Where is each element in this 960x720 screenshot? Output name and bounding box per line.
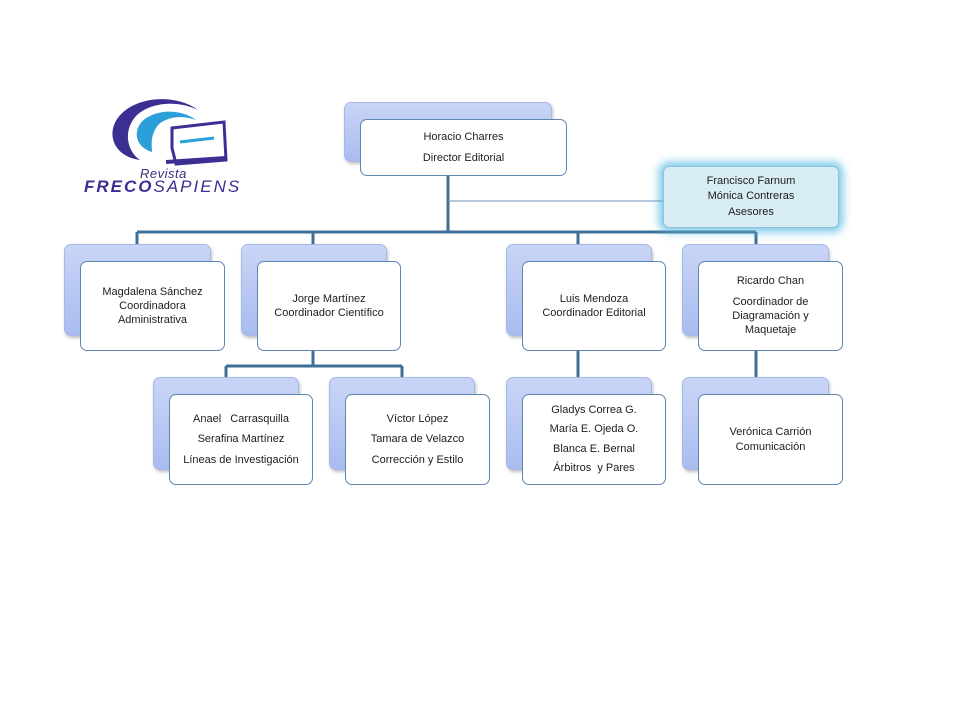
node-line: Magdalena Sánchez (102, 285, 203, 298)
node-line: Administrativa (117, 314, 188, 327)
node-line: Jorge Martínez (292, 292, 366, 305)
node-line: Serafina Martínez (197, 433, 285, 446)
node-box: Verónica Carrión Comunicación (698, 394, 843, 485)
node-line: Gladys Correa G. (551, 404, 637, 416)
node-line: Líneas de Investigación (183, 453, 299, 466)
node-box: Víctor López Tamara de Velazco Correcció… (345, 394, 490, 485)
logo-name-part1: FRECO (84, 177, 154, 196)
logo-name-part2: SAPIENS (153, 177, 242, 196)
node-line: Luis Mendoza (559, 292, 629, 305)
node-box: Luis Mendoza Coordinador Editorial (522, 261, 666, 351)
node-box: Gladys Correa G. María E. Ojeda O. Blanc… (522, 394, 666, 485)
node-line: Corrección y Estilo (371, 453, 464, 466)
node-line: Maquetaje (744, 324, 797, 337)
node-line: Árbitros y Pares (553, 461, 635, 474)
node-line: Tamara de Velazco (370, 433, 465, 446)
node-box: Anael Carrasquilla Serafina Martínez Lín… (169, 394, 313, 485)
director-name: Horacio Charres (423, 131, 504, 144)
node-line: Coordinador Científico (274, 307, 384, 319)
node-line: Verónica Carrión (729, 426, 812, 439)
logo-wordmark: FRECOSAPIENS (84, 177, 241, 197)
node-box: Ricardo Chan Coordinador de Diagramación… (698, 261, 843, 351)
node-box: Jorge Martínez Coordinador Científico (257, 261, 401, 351)
node-line: Diagramación y (732, 310, 809, 322)
logo-subtitle: Revista (140, 166, 187, 181)
node-line: Comunicación (735, 440, 806, 453)
node-line: Anael Carrasquilla (193, 412, 289, 425)
node-line: María E. Ojeda O. (549, 423, 639, 436)
node-line: Coordinador de (732, 295, 809, 308)
node-line: Coordinador Editorial (542, 307, 646, 319)
director-role: Director Editorial (422, 151, 505, 164)
advisors-node: Francisco Farnum Mónica Contreras Asesor… (663, 166, 839, 228)
node-box: Magdalena Sánchez Coordinadora Administr… (80, 261, 225, 351)
node-line: Ricardo Chan (736, 275, 805, 288)
magazine-logo-icon (112, 99, 228, 166)
advisor-name-2: Mónica Contreras (707, 190, 795, 203)
node-line: Víctor López (386, 412, 449, 425)
advisor-name-1: Francisco Farnum (706, 174, 796, 187)
node-line: Blanca E. Bernal (553, 442, 635, 455)
advisors-role: Asesores (728, 205, 774, 218)
node-line: Coordinadora (119, 299, 186, 312)
node-box: Horacio Charres Director Editorial (360, 119, 567, 176)
